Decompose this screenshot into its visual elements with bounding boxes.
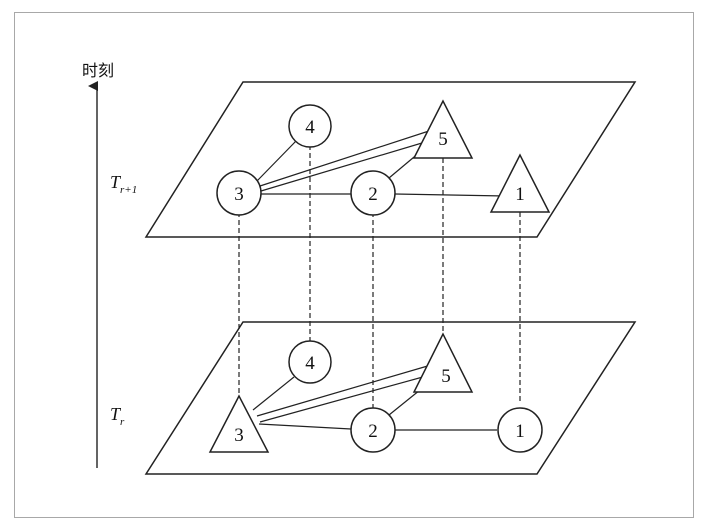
upper-node-3: 3 — [216, 170, 262, 216]
upper-edge-2-1 — [394, 193, 506, 197]
upper-layer-plane — [144, 81, 637, 238]
upper-node-1: 1 — [489, 153, 551, 213]
upper-node-5: 5 — [412, 99, 474, 159]
lower-node-2: 2 — [350, 407, 396, 453]
lower-node-5: 5 — [412, 332, 474, 393]
upper-node-2-label: 2 — [368, 184, 378, 205]
lower-edge-2-5 — [388, 389, 421, 416]
upper-edge-3-5-b — [260, 139, 433, 192]
lower-node-3: 3 — [208, 394, 270, 453]
lower-edge-3-5-b — [259, 374, 431, 423]
lower-node-4-label: 4 — [305, 353, 315, 374]
lower-layer-plane — [144, 321, 637, 475]
lower-layer-edges — [252, 364, 497, 431]
lower-node-5-label: 5 — [441, 366, 451, 387]
upper-edge-3-5-a — [259, 129, 433, 187]
lower-node-2-label: 2 — [368, 421, 378, 442]
upper-node-3-label: 3 — [234, 184, 244, 205]
time-axis-label: 时刻 — [82, 61, 114, 80]
lower-layer-label: Tr — [110, 404, 125, 428]
upper-node-1-label: 1 — [515, 184, 525, 205]
figure-frame — [14, 12, 694, 518]
upper-layer-edges — [256, 129, 506, 197]
upper-node-5-label: 5 — [438, 129, 448, 150]
lower-edge-3-4 — [252, 376, 295, 411]
upper-node-4: 4 — [288, 104, 332, 148]
lower-edge-3-5-a — [256, 364, 432, 417]
lower-layer-nodes: 4 5 3 2 1 — [208, 332, 543, 453]
lower-edge-3-2 — [258, 423, 352, 430]
upper-layer-label: Tr+1 — [110, 172, 137, 196]
lower-node-1: 1 — [497, 407, 543, 453]
lower-node-1-label: 1 — [515, 421, 525, 442]
lower-node-3-label: 3 — [234, 425, 244, 446]
lower-node-4: 4 — [288, 340, 332, 384]
upper-edge-3-4 — [256, 139, 298, 182]
upper-node-2: 2 — [350, 170, 396, 216]
upper-node-4-label: 4 — [305, 117, 315, 138]
node-correspondence-lines — [238, 145, 521, 410]
upper-layer-nodes: 4 3 2 5 1 — [216, 99, 551, 216]
